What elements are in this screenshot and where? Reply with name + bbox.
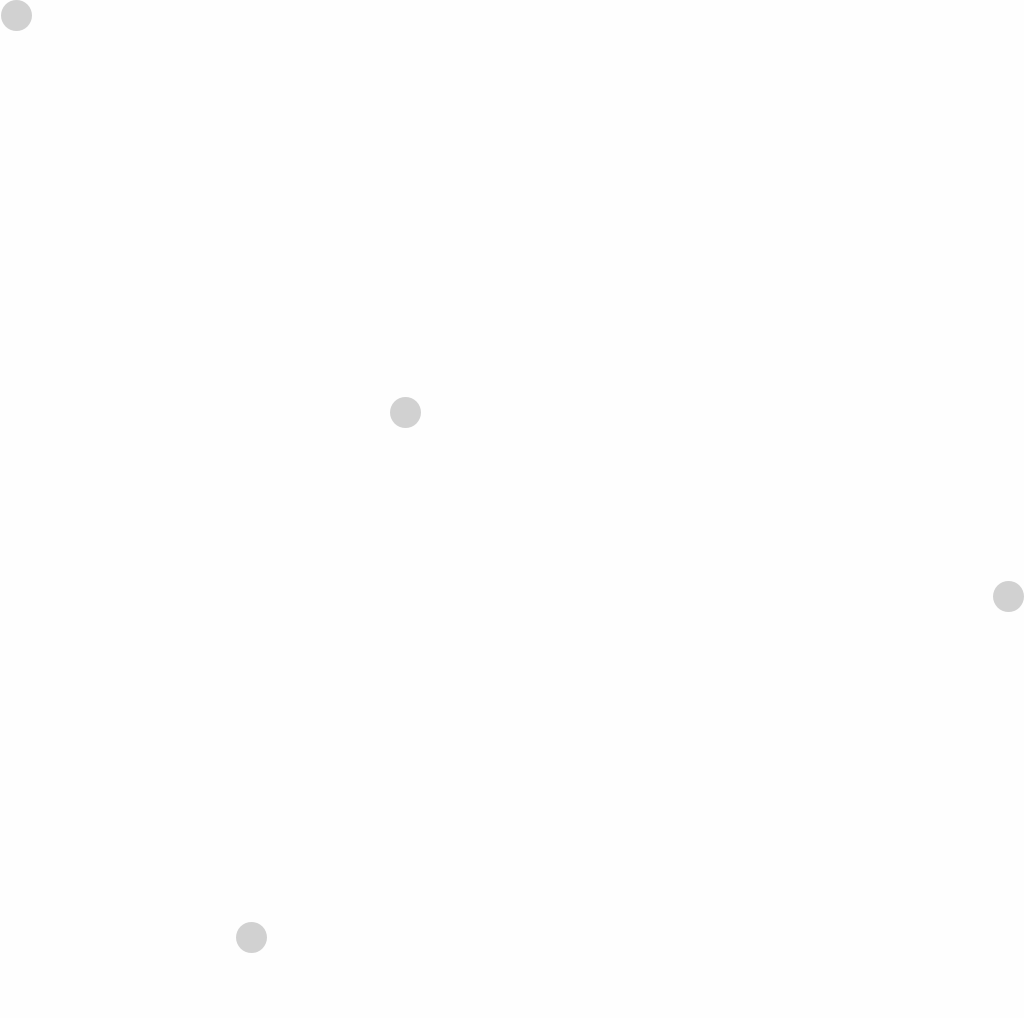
circle-marker-icon[interactable] [390,397,421,428]
circle-marker-icon[interactable] [236,922,267,953]
circle-marker-icon[interactable] [1,0,32,31]
circle-marker-icon[interactable] [993,581,1024,612]
